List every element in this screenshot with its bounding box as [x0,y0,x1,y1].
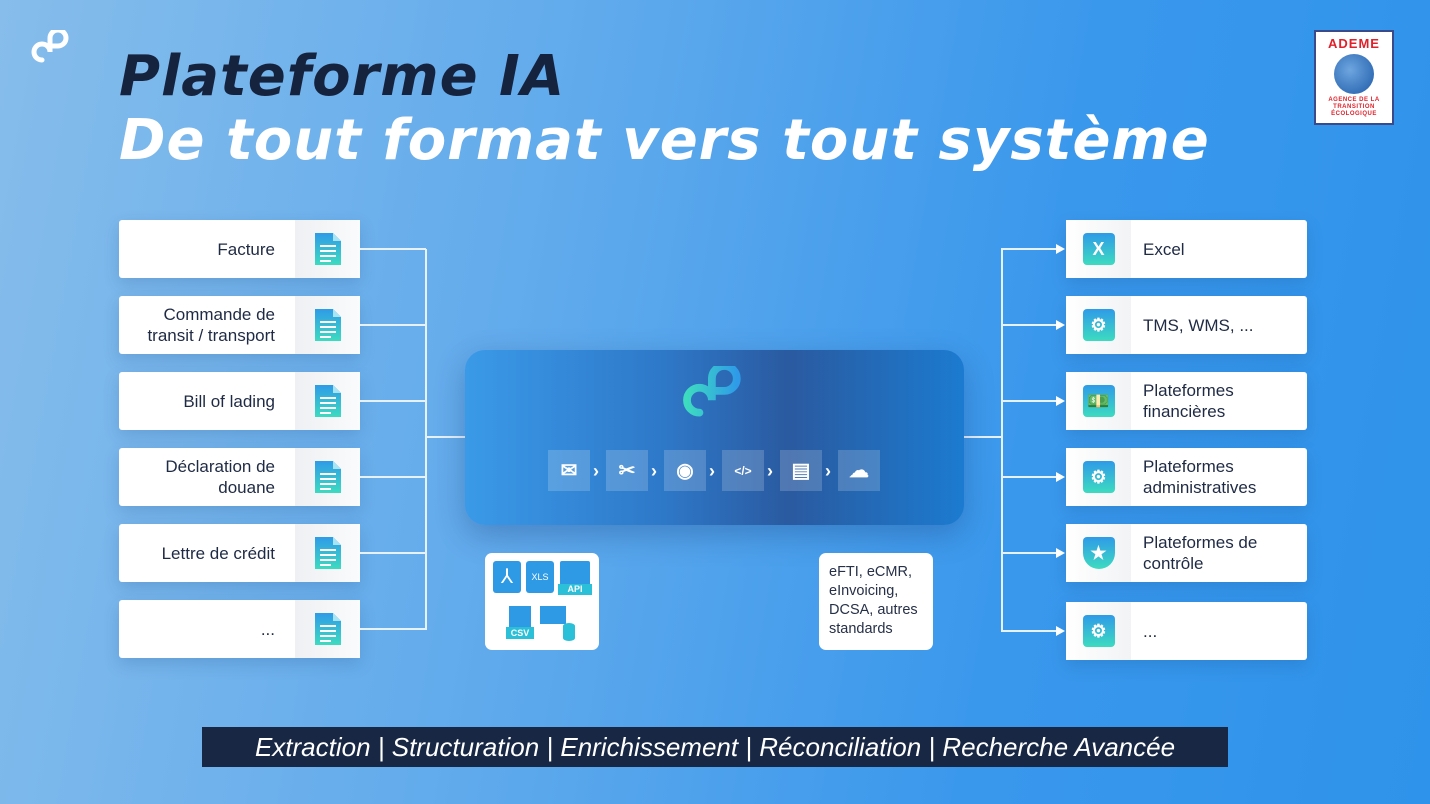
connector [425,436,465,438]
output-system-card: 💵 Plateformes financières [1066,372,1307,430]
scissors-icon: ✂ [606,450,648,491]
csv-doc-icon [509,606,531,628]
document-icon [295,296,360,354]
ademe-tagline: AGENCE DE LA TRANSITION ÉCOLOGIQUE [1328,97,1380,117]
output-label: Plateformes de contrôle [1143,533,1258,573]
document-icon [295,600,360,658]
capabilities-banner: Extraction | Structuration | Enrichissem… [202,727,1228,767]
document-icon [295,372,360,430]
connector [964,436,1002,438]
connector [360,400,426,402]
document-icon [295,220,360,278]
page-subtitle: De tout format vers tout système [119,108,1210,173]
output-label: TMS, WMS, ... [1143,315,1254,335]
connector [1001,249,1003,630]
output-label: Plateformes financières [1143,381,1234,421]
input-document-card: Facture [119,220,360,278]
money-icon: 💵 [1066,372,1131,430]
globe-icon [1334,54,1374,94]
output-label: Excel [1143,239,1185,259]
output-system-card: ⚙ Plateformes administratives [1066,448,1307,506]
laptop-gear-icon: ⚙ [1066,448,1131,506]
shield-star-icon: ★ [1066,524,1131,582]
connector [1001,552,1057,554]
arrow-icon [1056,626,1065,636]
xls-icon: XLS [526,561,554,593]
input-document-card: Déclaration de douane [119,448,360,506]
csv-label: CSV [506,627,534,639]
connector [360,476,426,478]
document-icon: ▤ [780,450,822,491]
input-label: Commande de transit / transport [147,305,275,345]
input-label: Lettre de crédit [161,543,275,563]
input-formats-card: ⅄ XLS API CSV [485,553,599,650]
connector [360,628,426,630]
excel-icon: X [1066,220,1131,278]
connector [360,248,426,250]
output-label: Plateformes administratives [1143,457,1257,497]
chevron-right-icon: › [651,461,657,481]
api-label: API [558,584,592,595]
input-document-card: Commande de transit / transport [119,296,360,354]
user-gear-icon: ⚙ [1066,602,1131,660]
mail-icon: ✉ [548,450,590,491]
chevron-right-icon: › [593,461,599,481]
output-system-card: ⚙ TMS, WMS, ... [1066,296,1307,354]
connector [360,324,426,326]
chevron-right-icon: › [825,461,831,481]
connector [360,552,426,554]
connector [1001,630,1057,632]
api-doc-icon [560,561,590,586]
input-label: Facture [217,239,275,259]
computer-icon [540,606,566,624]
connector [1001,324,1057,326]
connector [1001,248,1057,250]
ademe-name: ADEME [1328,36,1380,51]
arrow-icon [1056,396,1065,406]
pdf-icon: ⅄ [493,561,521,593]
input-document-card: ... [119,600,360,658]
output-system-card: ★ Plateformes de contrôle [1066,524,1307,582]
output-system-card: ⚙... [1066,602,1307,660]
input-document-card: Bill of lading [119,372,360,430]
output-label: ... [1143,621,1158,641]
platform-core: ✉›✂›◉›</>›▤›☁ [465,350,964,525]
input-label: ... [260,619,275,639]
gear-icon: ⚙ [1066,296,1131,354]
eye-icon: ◉ [664,450,706,491]
cloud-icon: ☁ [838,450,880,491]
brand-logo [31,30,69,63]
arrow-icon [1056,244,1065,254]
arrow-icon [1056,472,1065,482]
chevron-right-icon: › [767,461,773,481]
input-label: Déclaration de douane [165,457,275,497]
arrow-icon [1056,320,1065,330]
arrow-icon [1056,548,1065,558]
input-document-card: Lettre de crédit [119,524,360,582]
platform-logo [683,366,741,417]
input-label: Bill of lading [183,391,275,411]
document-icon [295,524,360,582]
ademe-logo: ADEME AGENCE DE LA TRANSITION ÉCOLOGIQUE [1314,30,1394,125]
connector [425,249,427,630]
chevron-right-icon: › [709,461,715,481]
connector [1001,400,1057,402]
connector [1001,476,1057,478]
page-title: Plateforme IA [119,44,566,109]
code-icon: </> [722,450,764,491]
document-icon [295,448,360,506]
database-icon [563,623,575,641]
standards-card: eFTI, eCMR, eInvoicing, DCSA, autres sta… [819,553,933,650]
output-system-card: X Excel [1066,220,1307,278]
